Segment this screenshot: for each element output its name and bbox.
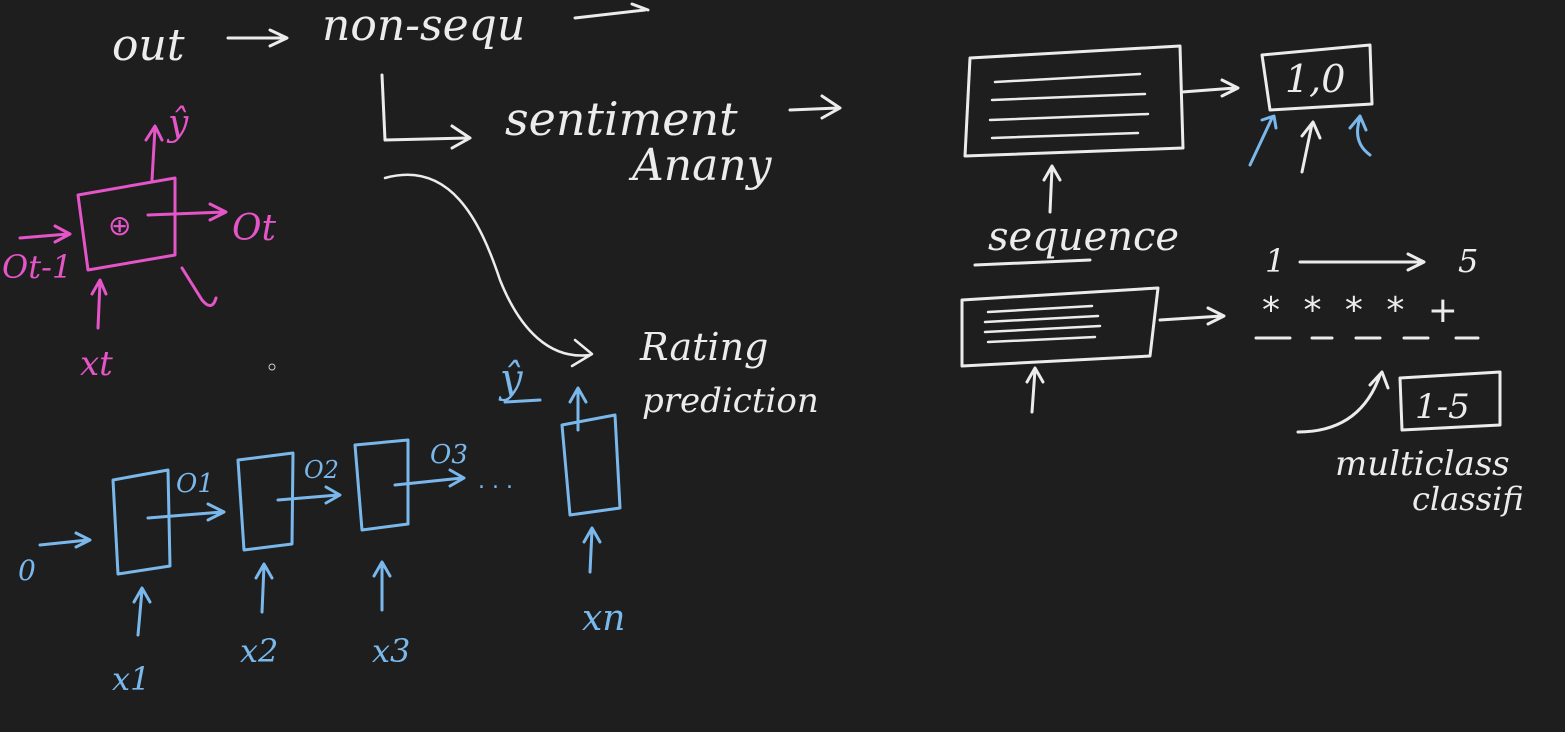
arrow-right-icon [146,202,228,222]
arrow-right-icon [146,502,226,522]
arrow-up-icon [582,526,602,574]
arrow-right-icon [393,468,466,488]
rnn-cell-n [560,413,622,517]
rnn-cell-1 [111,468,172,576]
input-1-label: x1 [112,660,150,698]
output-1-label: O1 [176,469,214,499]
arrow-right-icon [38,531,92,549]
arrow-right-icon [1180,78,1240,98]
underline [503,398,542,404]
sentiment-label: sentiment [505,92,738,146]
arrow-up-icon [1025,366,1045,414]
sequence-to-binary: 1,0 sequence [963,43,1374,267]
ellipsis: . . . [478,469,513,494]
range-label: 1-5 [1415,387,1470,427]
arrow-up-icon [254,562,274,614]
arrow-right-icon [1298,252,1426,272]
range-box [1398,370,1502,432]
output-t-minus-1-label: Ot-1 [2,248,72,286]
arrow-up-icon [90,278,108,330]
arrow-right-icon [1158,306,1226,326]
document-lines [988,72,1150,140]
output-box [1260,43,1374,112]
output-2-label: O2 [304,456,339,484]
input-2-label: x2 [240,632,278,670]
arrow-right-icon [226,28,289,48]
y-hat-label: ŷ [166,103,189,144]
arrow-right-icon [276,485,342,505]
rating-stars: * * * * + [1262,290,1464,331]
binary-output-label: 1,0 [1285,57,1345,101]
blue-arrow-icon [1348,114,1372,157]
arrow-right-icon [788,94,842,120]
arrow-right-icon [573,2,650,20]
document-box [963,44,1185,158]
plus-circle-icon: ⊕ [108,209,131,242]
document-box [960,286,1160,368]
rating-label: Rating [639,325,768,369]
arrow-up-icon [144,124,164,182]
arrow-up-icon [372,560,392,612]
arrow-up-icon [1300,120,1322,174]
non-sequential-text: non-sequ [322,0,525,51]
rating-prediction: ŷ Rating prediction [498,325,819,421]
sequence-to-multiclass: 1 5 * * * * + 1-5 multiclass classifi [960,242,1524,518]
initial-state-label: 0 [18,554,36,587]
curved-arrow-icon [383,173,594,368]
scale-start-label: 1 [1265,242,1285,280]
arrow-up-icon [568,386,588,432]
output-3-label: O3 [430,440,468,470]
pink-rnn-cell: ⊕ ŷ Ot Ot-1 xt [2,103,277,384]
cell-box [76,176,177,272]
y-hat-output-label: ŷ [498,356,524,402]
input-n-label: xn [582,598,626,639]
classification-label: classifi [1412,480,1524,518]
rnn-cell-3 [353,438,410,532]
stray-dot [268,363,276,371]
blue-rnn-chain: 0 O1 O2 O3 . . . x1 x2 x3 xn [18,386,626,698]
top-note: out non-sequ [112,0,650,71]
multiclass-label: multiclass [1335,444,1510,484]
analysis-label: Anany [628,140,773,191]
branch-arrow-icon [380,73,472,150]
out-text: out [112,20,185,71]
scale-end-label: 5 [1458,242,1478,280]
arrow-up-icon [1042,164,1062,214]
prediction-label: prediction [642,381,819,421]
underline [973,258,1092,267]
arrow-right-icon [18,224,72,244]
arrow-up-icon [132,586,152,637]
rnn-cell-2 [236,451,295,552]
output-t-label: Ot [232,208,277,249]
curved-arrow-icon [1296,370,1390,434]
loop-arrow-icon [180,266,218,307]
sentiment-branch: sentiment Anany [380,73,842,368]
blue-arrow-icon [1248,114,1278,167]
document-lines [983,304,1102,344]
sequence-label: sequence [988,214,1179,260]
input-3-label: x3 [372,632,410,670]
x-t-label: xt [80,344,113,384]
